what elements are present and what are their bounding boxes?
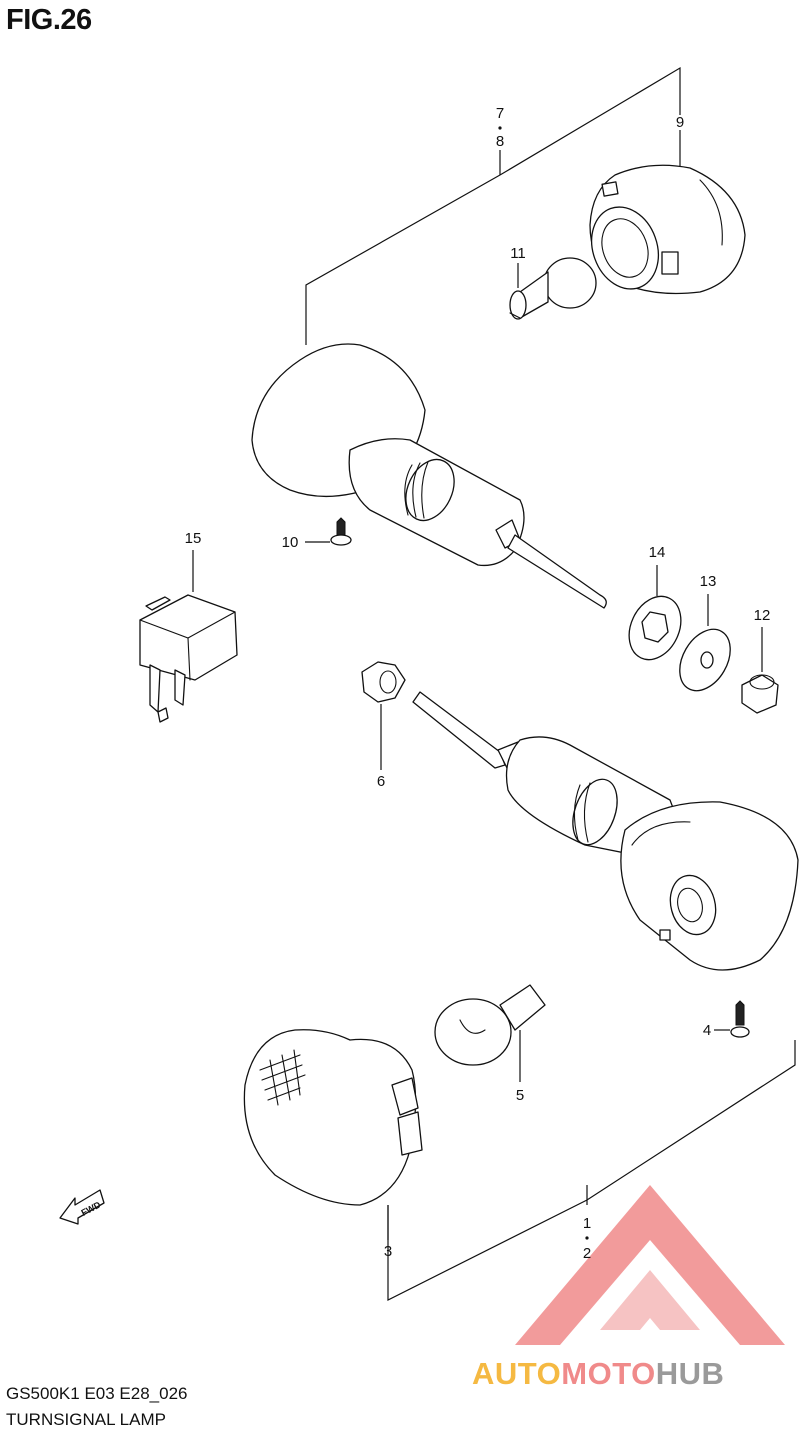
watermark-brand-text: AUTOMOTOHUB: [472, 1356, 724, 1392]
nut-part-6: [361, 661, 406, 703]
brand-moto: MOTO: [561, 1356, 656, 1391]
model-code: GS500K1 E03 E28_026: [6, 1384, 188, 1403]
upper-turnsignal-body: [251, 343, 607, 609]
washer-part-13: [679, 628, 731, 692]
screw-part-10: [330, 517, 352, 546]
brand-hub: HUB: [655, 1356, 725, 1391]
callout-7: 7: [496, 105, 504, 122]
forward-direction-arrow: [59, 1189, 105, 1225]
callout-dot: [498, 126, 502, 130]
lower-assembly-bracket: [387, 1040, 796, 1301]
callout-9: 9: [676, 114, 684, 131]
bulb-part-5: [434, 984, 546, 1066]
callout-13: 13: [700, 573, 717, 590]
nut-part-12: [741, 674, 779, 714]
figure-name: TURNSIGNAL LAMP: [6, 1410, 166, 1429]
brand-auto: AUTO: [472, 1356, 562, 1391]
callout-11: 11: [510, 245, 526, 262]
callout-4: 4: [703, 1022, 711, 1039]
callout-6: 6: [377, 773, 385, 790]
bulb-part-11: [509, 257, 597, 320]
washer-part-14: [628, 595, 682, 661]
upper-assembly-bracket: [305, 66, 681, 345]
watermark-logo-mark: [515, 1185, 785, 1345]
callout-5: 5: [516, 1087, 524, 1104]
relay-part-15: [139, 594, 238, 723]
callout-3: 3: [384, 1243, 392, 1260]
lower-turnsignal-body: [412, 691, 799, 971]
lens-part-3: [243, 1029, 423, 1206]
callout-1: 1: [583, 1215, 591, 1232]
callout-8: 8: [496, 133, 504, 150]
callout-14: 14: [649, 544, 666, 561]
callout-12: 12: [754, 607, 771, 624]
callout-10: 10: [282, 534, 299, 551]
callout-2: 2: [583, 1245, 591, 1262]
callout-15: 15: [185, 530, 202, 547]
figure-title: FIG.26: [6, 4, 92, 36]
screw-part-4: [730, 1000, 750, 1038]
callout-dot: [585, 1236, 589, 1240]
lens-housing-part-9: [589, 164, 746, 295]
